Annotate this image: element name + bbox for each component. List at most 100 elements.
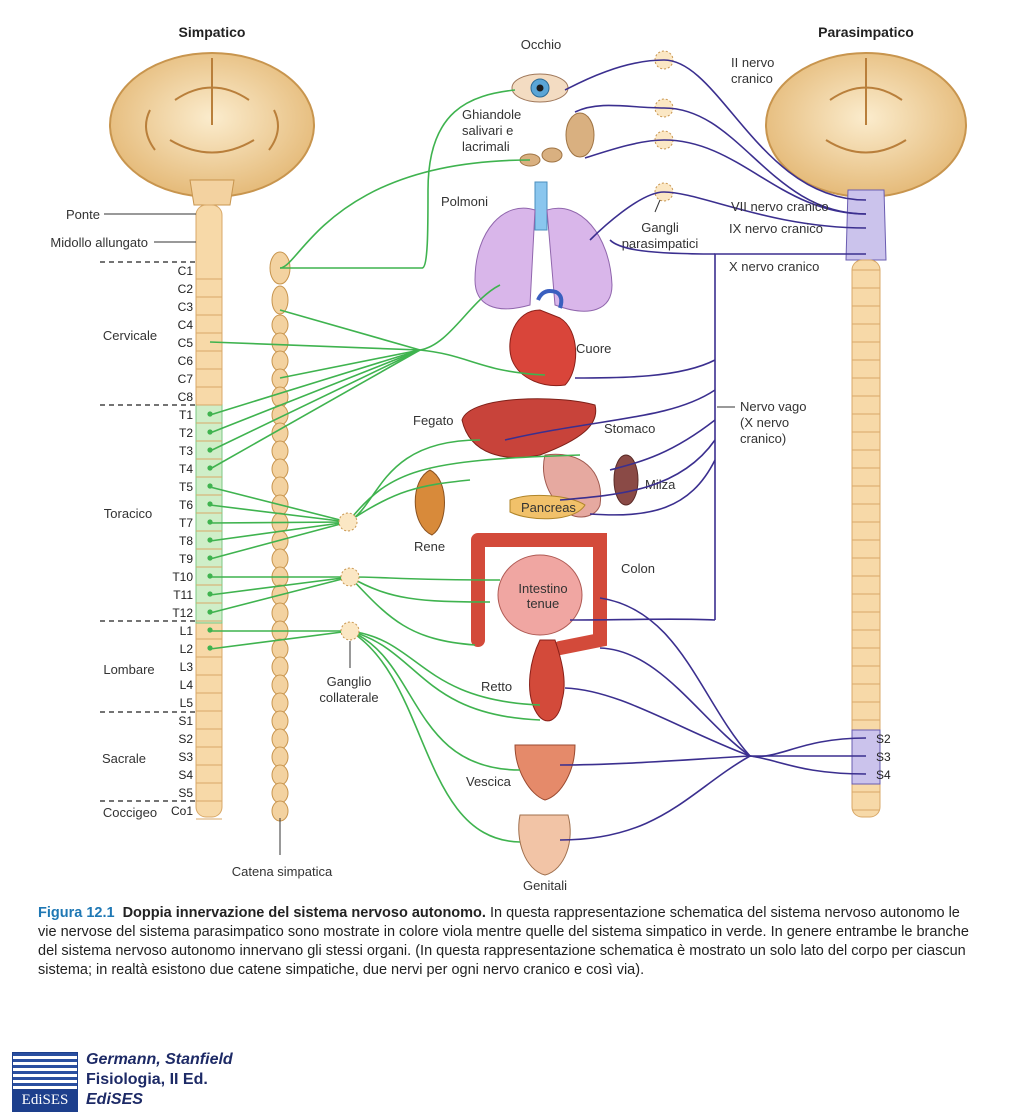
parasympathetic-ganglia: [654, 50, 674, 202]
figure-caption: Figura 12.1 Doppia innervazione del siste…: [38, 904, 978, 980]
organ-rectum-label: Retto: [481, 679, 512, 694]
right-spinal-cord: [851, 259, 881, 818]
cranial-ix-label: IX nervo cranico: [729, 221, 823, 236]
parasympathetic-pathways: [504, 59, 867, 841]
sympathetic-chain-label: Catena simpatica: [232, 864, 333, 879]
right-brainstem: [845, 189, 887, 261]
segment-label-t10: T10: [172, 570, 193, 584]
right-brain: [765, 52, 967, 198]
segment-label-t6: T6: [179, 498, 193, 512]
segment-label-l1: L1: [180, 624, 194, 638]
edises-logo-text: EdiSES: [13, 1089, 77, 1111]
medulla-label: Midollo allungato: [50, 235, 148, 250]
organ-glands-label-2: salivari e: [462, 123, 513, 138]
parasympathetic-ganglia-label-1: Gangli: [641, 220, 679, 235]
liver: [461, 398, 597, 458]
segment-label-l4: L4: [180, 678, 194, 692]
rectum: [529, 639, 565, 722]
segment-label-t1: T1: [179, 408, 193, 422]
segment-label-t8: T8: [179, 534, 193, 548]
segment-label-c5: C5: [178, 336, 194, 350]
publisher-authors: Germann, Stanfield: [86, 1051, 233, 1068]
organ-genitals-label: Genitali: [523, 878, 567, 893]
parasympathetic-ganglia-label-2: parasimpatici: [622, 236, 699, 251]
segment-label-c4: C4: [178, 318, 194, 332]
left-brain: [109, 52, 315, 206]
segment-label-t11: T11: [173, 588, 193, 602]
collateral-ganglion-label-2: collaterale: [319, 690, 378, 705]
segment-label-s2: S2: [178, 732, 193, 746]
vagus-label-2: (X nervo: [740, 415, 789, 430]
organ-kidney-label: Rene: [414, 539, 445, 554]
collateral-ganglia: [338, 512, 360, 641]
sympathetic-pathways: [209, 89, 581, 843]
region-coccygeal: Coccigeo: [103, 805, 157, 820]
segment-label-s4: S4: [178, 768, 193, 782]
caption-title: Doppia innervazione del sistema nervoso …: [122, 905, 486, 921]
segment-label-t5: T5: [179, 480, 193, 494]
small-intestine: [497, 554, 583, 636]
segment-label-c2: C2: [178, 282, 194, 296]
kidney: [414, 469, 445, 536]
segment-label-c3: C3: [178, 300, 194, 314]
cranial-ii-label-2: cranico: [731, 71, 773, 86]
segment-label-s1: S1: [178, 714, 193, 728]
large-intestine: [471, 533, 607, 655]
sympathetic-header: Simpatico: [179, 24, 246, 40]
region-sacral: Sacrale: [102, 751, 146, 766]
segment-label-l5: L5: [180, 696, 194, 710]
organ-spleen-label: Milza: [645, 477, 676, 492]
organ-lungs-label: Polmoni: [441, 194, 488, 209]
bladder: [514, 744, 576, 801]
segment-label-t7: T7: [179, 516, 193, 530]
region-cervical: Cervicale: [103, 328, 157, 343]
organ-bladder-label: Vescica: [466, 774, 512, 789]
segment-label-l3: L3: [180, 660, 194, 674]
organ-stomach-label: Stomaco: [604, 421, 655, 436]
pancreas: [509, 495, 586, 520]
thoracolumbar-outflow: [195, 404, 223, 624]
salivary-lacrimal-glands: [519, 112, 595, 167]
autonomic-nervous-system-diagram: Simpatico Parasimpatico C1C2C3C4C5C6C7C8…: [50, 24, 967, 893]
organ-eye-label: Occhio: [521, 37, 561, 52]
vagus-label-3: cranico): [740, 431, 786, 446]
segment-label-c7: C7: [178, 372, 194, 386]
segment-label-t2: T2: [179, 426, 193, 440]
segment-label-l2: L2: [180, 642, 194, 656]
edises-logo: EdiSES: [12, 1052, 78, 1112]
segment-label-s5: S5: [178, 786, 193, 800]
caption-number: Figura 12.1: [38, 905, 115, 921]
publisher-book: Fisiologia, II Ed.: [86, 1071, 208, 1088]
organ-pancreas-label: Pancreas: [521, 500, 576, 515]
publisher-name: EdiSES: [86, 1091, 143, 1108]
caption-text: In questa rappresentazione schematica de…: [38, 905, 969, 978]
eye: [511, 73, 569, 103]
segment-label-t9: T9: [179, 552, 193, 566]
vagus-label-1: Nervo vago: [740, 399, 806, 414]
region-dividers: [100, 261, 196, 802]
segment-label-c1: C1: [178, 264, 194, 278]
sympathetic-chain: [269, 251, 291, 822]
right-seg-s2: S2: [876, 732, 891, 746]
cranial-ii-label-1: II nervo: [731, 55, 774, 70]
organ-small-intestine-label-2: tenue: [527, 596, 560, 611]
region-lumbar: Lombare: [103, 662, 154, 677]
left-segment-labels: C1C2C3C4C5C6C7C8T1T2T3T4T5T6T7T8T9T10T11…: [171, 264, 193, 818]
cranial-x-label: X nervo cranico: [729, 259, 819, 274]
segment-label-co1: Co1: [171, 804, 193, 818]
collateral-ganglion-label-1: Ganglio: [327, 674, 372, 689]
segment-label-c6: C6: [178, 354, 194, 368]
organ-small-intestine-label-1: Intestino: [518, 581, 567, 596]
segment-label-s3: S3: [178, 750, 193, 764]
organ-heart-label: Cuore: [576, 341, 611, 356]
segment-label-t12: T12: [172, 606, 193, 620]
genitals: [518, 814, 571, 876]
segment-label-t4: T4: [179, 462, 193, 476]
right-seg-s3: S3: [876, 750, 891, 764]
organ-glands-label-1: Ghiandole: [462, 107, 521, 122]
parasympathetic-header: Parasimpatico: [818, 24, 914, 40]
segment-label-t3: T3: [179, 444, 193, 458]
right-seg-s4: S4: [876, 768, 891, 782]
pons-label: Ponte: [66, 207, 100, 222]
cranial-vii-label: VII nervo cranico: [731, 199, 829, 214]
